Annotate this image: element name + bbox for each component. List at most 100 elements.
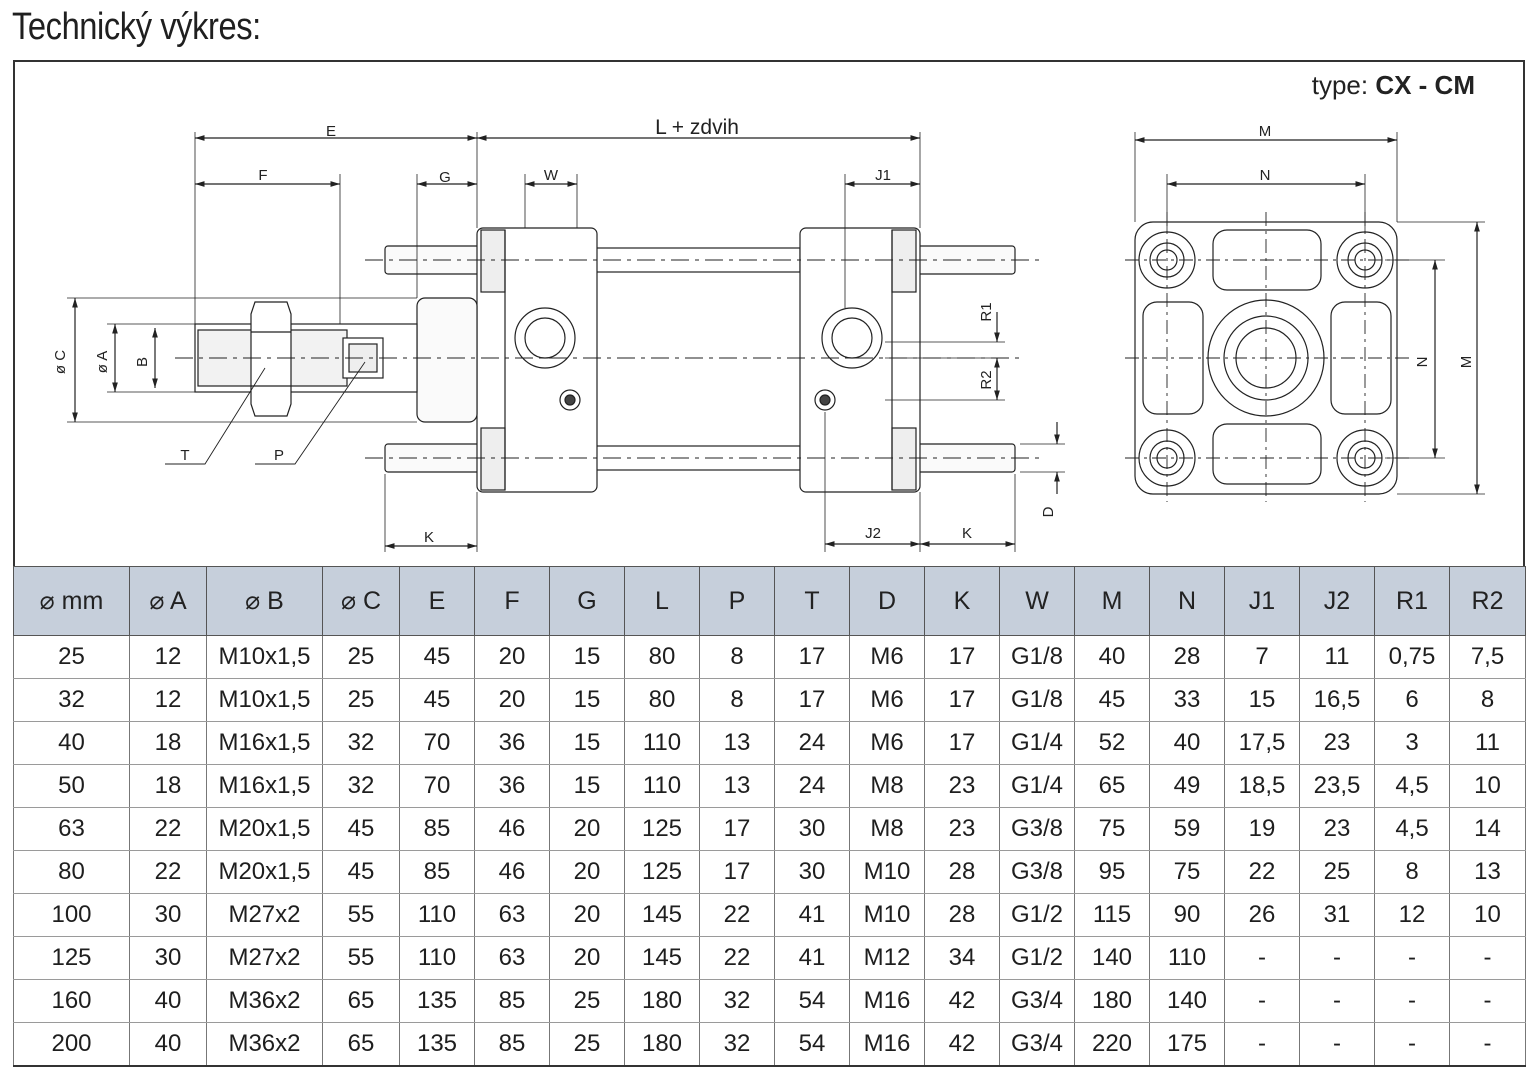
table-cell: - [1449, 936, 1526, 980]
table-cell: 45 [1074, 678, 1150, 722]
table-cell: 10 [1449, 764, 1526, 808]
table-cell: 33 [1149, 678, 1225, 722]
table-cell: 110 [624, 721, 700, 765]
dim-label-k-left: K [424, 529, 434, 546]
table-cell: 40 [129, 1022, 207, 1067]
table-cell: 28 [924, 850, 1000, 894]
table-cell: M16x1,5 [206, 721, 323, 765]
table-cell: 8 [699, 635, 775, 679]
table-cell: 8 [1449, 678, 1526, 722]
table-cell: 25 [549, 1022, 625, 1067]
dim-label-j1: J1 [875, 167, 891, 184]
table-cell: 125 [624, 807, 700, 851]
rod-bearing [416, 297, 478, 423]
table-cell: 46 [474, 807, 550, 851]
table-cell: 45 [399, 678, 475, 722]
dim-label-w: W [544, 167, 559, 184]
table-cell: - [1299, 936, 1375, 980]
table-cell: 25 [13, 635, 130, 679]
table-cell: 42 [924, 979, 1000, 1023]
dim-label-l-stroke: L + zdvih [655, 116, 739, 139]
table-cell: 42 [924, 1022, 1000, 1067]
table-cell: 25 [322, 635, 400, 679]
table-cell: 70 [399, 721, 475, 765]
table-cell: 85 [399, 807, 475, 851]
table-cell: 4,5 [1374, 764, 1450, 808]
table-cell: 17 [774, 678, 850, 722]
table-cell: M16x1,5 [206, 764, 323, 808]
dim-label-c: ø C [52, 350, 69, 374]
table-cell: 17 [924, 678, 1000, 722]
column-header: J2 [1299, 566, 1375, 636]
column-header: R1 [1374, 566, 1450, 636]
table-cell: M20x1,5 [206, 807, 323, 851]
table-cell: G1/8 [999, 678, 1075, 722]
table-cell: 63 [474, 936, 550, 980]
dim-label-a: ø A [94, 351, 111, 374]
table-cell: 110 [399, 893, 475, 937]
table-cell: 85 [399, 850, 475, 894]
table-cell: 145 [624, 936, 700, 980]
table-cell: 22 [699, 893, 775, 937]
table-cell: 110 [624, 764, 700, 808]
table-cell: 110 [399, 936, 475, 980]
column-header: W [999, 566, 1075, 636]
column-header: E [399, 566, 475, 636]
table-cell: 24 [774, 721, 850, 765]
table-cell: G1/4 [999, 721, 1075, 765]
type-label: type: CX - CM [1312, 70, 1475, 101]
table-cell: 65 [322, 979, 400, 1023]
table-cell: G1/2 [999, 893, 1075, 937]
table-cell: M10x1,5 [206, 635, 323, 679]
table-cell: 65 [1074, 764, 1150, 808]
table-cell: - [1374, 936, 1450, 980]
table-cell: 40 [1074, 635, 1150, 679]
table-cell: 8 [1374, 850, 1450, 894]
table-cell: 26 [1224, 893, 1300, 937]
table-cell: 15 [549, 678, 625, 722]
table-cell: G1/4 [999, 764, 1075, 808]
table-cell: 18 [129, 721, 207, 765]
table-cell: 34 [924, 936, 1000, 980]
table-cell: 20 [549, 850, 625, 894]
table-cell: 22 [129, 807, 207, 851]
table-cell: 140 [1074, 936, 1150, 980]
table-cell: 24 [774, 764, 850, 808]
table-cell: 15 [549, 764, 625, 808]
table-cell: M10 [849, 893, 925, 937]
rod-nut [250, 301, 292, 417]
table-cell: 145 [624, 893, 700, 937]
column-header: ⌀ B [206, 566, 323, 636]
table-cell: 180 [1074, 979, 1150, 1023]
cylinder-drawing-svg: E L + zdvih F G W J1 M N ø C ø A B T P K… [52, 116, 1485, 552]
table-cell: 11 [1299, 635, 1375, 679]
table-cell: 15 [549, 635, 625, 679]
table-cell: 135 [399, 979, 475, 1023]
table-cell: 16,5 [1299, 678, 1375, 722]
column-header: L [624, 566, 700, 636]
table-cell: 10 [1449, 893, 1526, 937]
table-cell: 6 [1374, 678, 1450, 722]
table-cell: - [1224, 1022, 1300, 1067]
table-cell: M16 [849, 979, 925, 1023]
table-cell: 17 [699, 807, 775, 851]
port-rear [821, 307, 883, 369]
table-cell: - [1224, 979, 1300, 1023]
table-cell: - [1374, 1022, 1450, 1067]
column-header: P [699, 566, 775, 636]
type-value: CX - CM [1375, 70, 1475, 100]
table-cell: 54 [774, 1022, 850, 1067]
type-prefix: type: [1311, 70, 1369, 100]
dim-label-d: D [1040, 506, 1057, 517]
table-cell: 30 [129, 936, 207, 980]
table-cell: G3/4 [999, 979, 1075, 1023]
dim-label-b: B [134, 357, 151, 367]
table-cell: 22 [699, 936, 775, 980]
